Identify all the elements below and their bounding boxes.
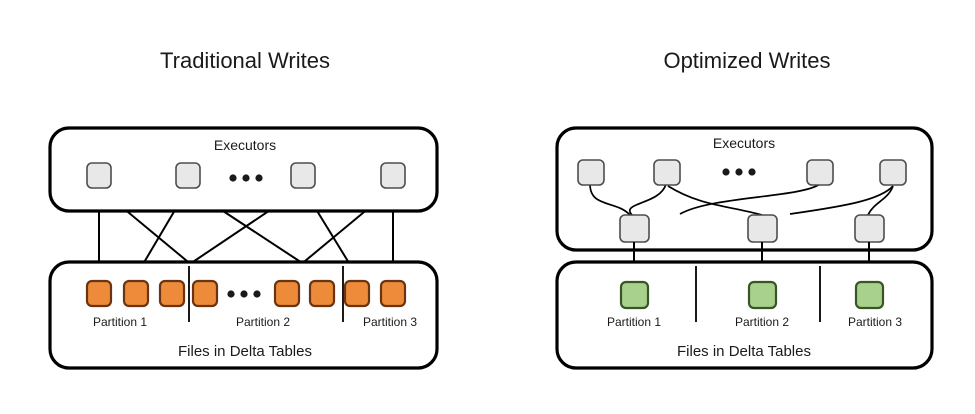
traditional-file-nodes (85, 279, 407, 308)
executor-node (806, 159, 834, 186)
executor-node (380, 162, 406, 189)
file-node (619, 280, 650, 310)
optimized-executors-ellipsis-icon (722, 168, 756, 176)
file-node (854, 280, 885, 310)
optimized-file-nodes (619, 280, 885, 310)
traditional-partition-label-2: Partition 2 (236, 315, 290, 329)
traditional-partition-label-1: Partition 1 (93, 315, 147, 329)
writer-executor-node (854, 214, 885, 243)
optimized-partition-label-3: Partition 3 (848, 315, 902, 329)
traditional-executors-container (48, 126, 439, 213)
file-node (158, 279, 186, 308)
optimized-files-container (555, 260, 934, 370)
optimized-files-label: Files in Delta Tables (677, 343, 811, 360)
file-node (747, 280, 778, 310)
writer-executor-node (747, 214, 778, 243)
optimized-partition-label-2: Partition 2 (735, 315, 789, 329)
file-node (343, 279, 371, 308)
traditional-executor-nodes (86, 162, 406, 189)
optimized-executor-nodes (577, 159, 907, 186)
file-node (122, 279, 150, 308)
traditional-partition-label-3: Partition 3 (363, 315, 417, 329)
writer-executor-node (619, 214, 650, 243)
file-node (273, 279, 301, 308)
file-node (308, 279, 336, 308)
file-node (85, 279, 113, 308)
executor-node (175, 162, 201, 189)
traditional-executors-label: Executors (214, 137, 276, 153)
executor-node (879, 159, 907, 186)
optimized-shuffle-curves (589, 183, 894, 216)
optimized-partition-label-1: Partition 1 (607, 315, 661, 329)
traditional-files-ellipsis-icon (227, 290, 261, 298)
optimized-executors-container (555, 126, 934, 252)
file-node (191, 279, 219, 308)
panel-traditional-writes: Traditional Writes Executors (48, 48, 439, 370)
file-node (379, 279, 407, 308)
executor-node (290, 162, 316, 189)
executor-node (577, 159, 605, 186)
optimized-executors-label: Executors (713, 135, 775, 151)
traditional-files-label: Files in Delta Tables (178, 343, 312, 360)
executor-node (86, 162, 112, 189)
executor-node (653, 159, 681, 186)
traditional-executors-ellipsis-icon (229, 174, 263, 182)
panel-title-traditional: Traditional Writes (160, 48, 330, 73)
optimized-writer-nodes (619, 214, 885, 243)
panel-optimized-writes: Optimized Writes Executors (555, 48, 934, 370)
panel-title-optimized: Optimized Writes (663, 48, 830, 73)
